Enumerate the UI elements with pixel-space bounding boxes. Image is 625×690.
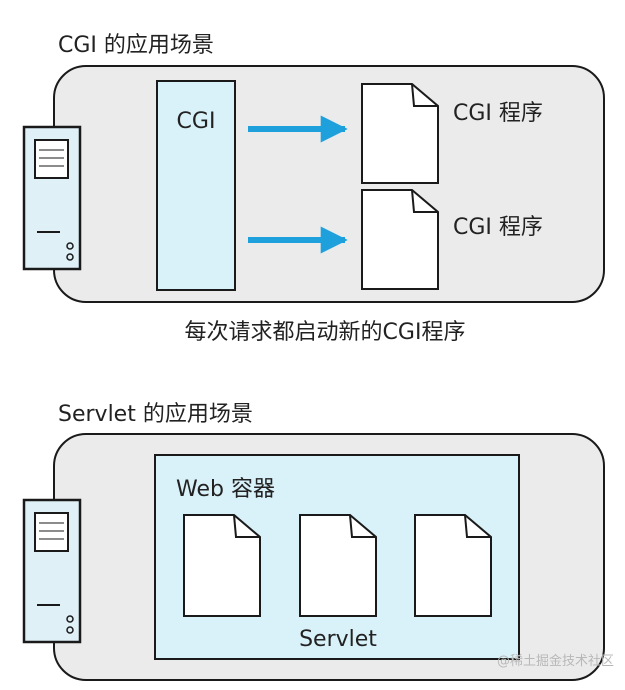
cgi-server-icon xyxy=(22,125,82,271)
web-container-label: Web 容器 xyxy=(176,477,275,502)
servlet-document-icon-2 xyxy=(299,514,377,617)
servlet-document-icon-3 xyxy=(414,514,492,617)
cgi-program-label-2: CGI 程序 xyxy=(453,215,543,240)
watermark: @稀土掘金技术社区 xyxy=(497,653,614,669)
cgi-program-document-icon-1 xyxy=(361,83,439,184)
servlet-server-icon xyxy=(22,498,82,644)
cgi-program-label-1: CGI 程序 xyxy=(453,101,543,126)
servlet-document-icon-1 xyxy=(183,514,261,617)
cgi-box xyxy=(156,80,236,291)
cgi-caption: 每次请求都启动新的CGI程序 xyxy=(185,320,466,345)
servlet-section-title: Servlet 的应用场景 xyxy=(58,402,253,427)
cgi-program-document-icon-2 xyxy=(361,189,439,290)
cgi-section-title: CGI 的应用场景 xyxy=(58,33,214,58)
servlet-label: Servlet xyxy=(299,627,377,652)
cgi-box-label: CGI xyxy=(177,109,216,134)
